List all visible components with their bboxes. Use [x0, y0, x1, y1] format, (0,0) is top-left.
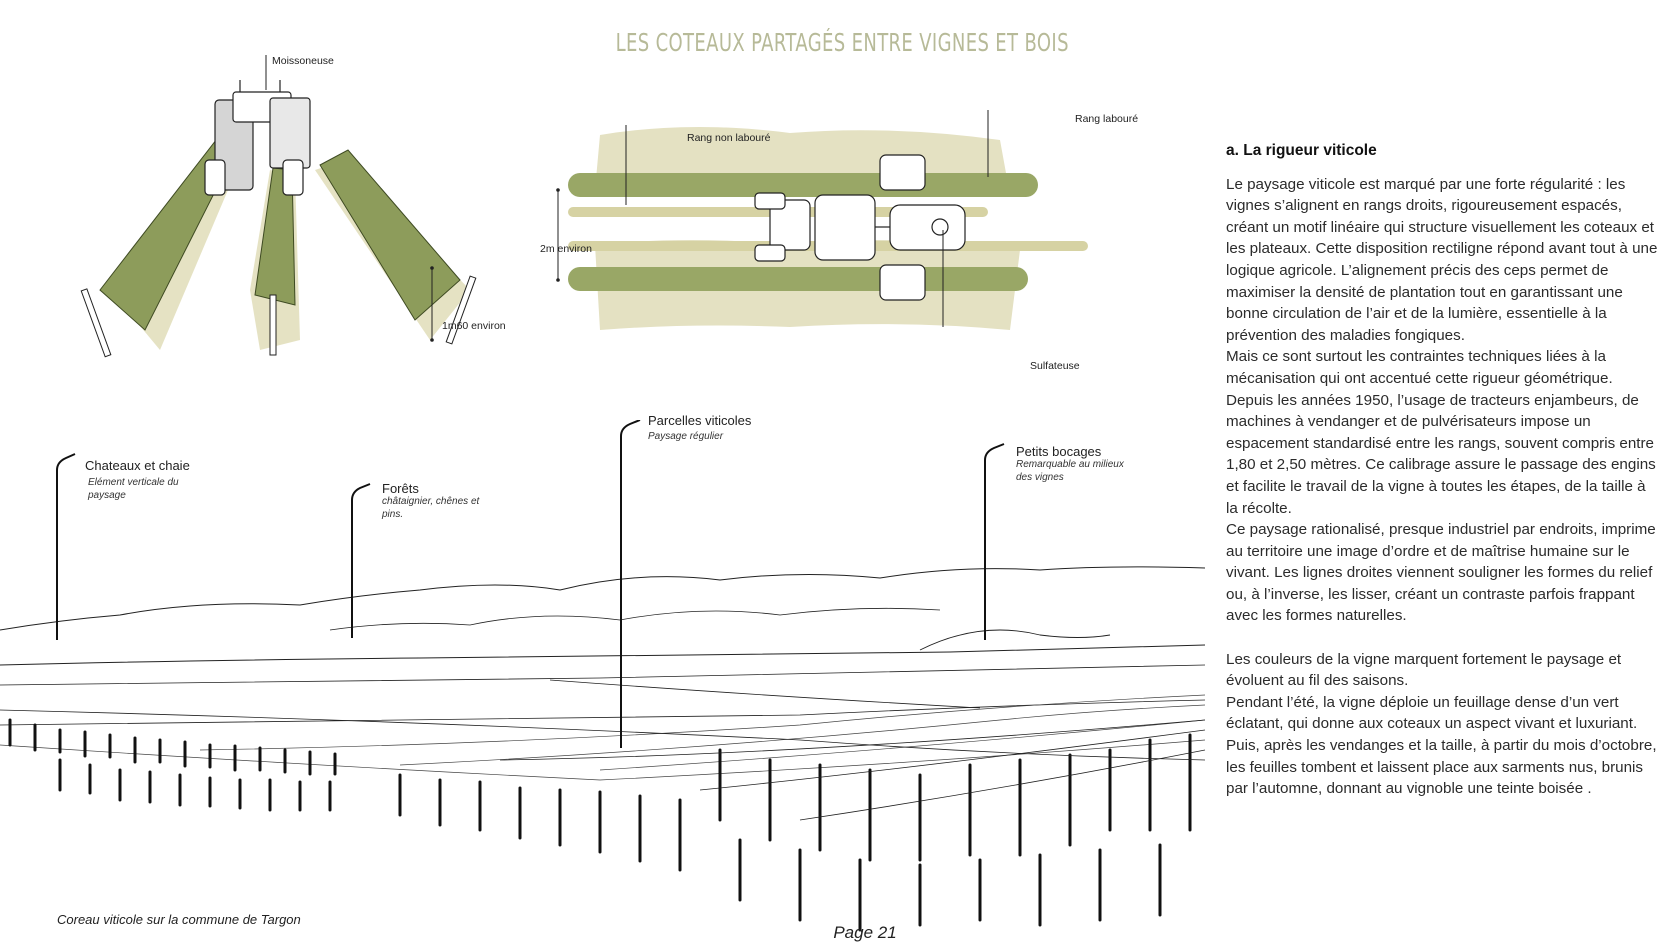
- page-title: LES COTEAUX PARTAGÉS ENTRE VIGNES ET BOI…: [615, 28, 1069, 57]
- paragraph-gap: [1226, 627, 1661, 649]
- paragraph-3: Ce paysage rationalisé, presque industri…: [1226, 521, 1656, 625]
- paragraph-5: Pendant l’été, la vigne déploie un feuil…: [1226, 693, 1657, 798]
- row-width-label: 2m environ: [540, 243, 592, 255]
- paragraph-2: Mais ce sont surtout les contraintes tec…: [1226, 348, 1656, 517]
- plowed-row-label: Rang labouré: [1075, 113, 1139, 125]
- harvester-label: Moissoneuse: [272, 55, 334, 67]
- sprayer-label: Sulfateuse: [1030, 360, 1080, 372]
- annotation-chateaux-title: Chateaux et chaie: [85, 458, 190, 473]
- section-heading: a. La rigueur viticole: [1226, 142, 1377, 159]
- paragraph-1: Le paysage viticole est marqué par une f…: [1226, 175, 1658, 344]
- page-number: Page 21: [833, 923, 897, 942]
- annotation-forets-title: Forêts: [382, 481, 419, 496]
- unplowed-row-label: Rang non labouré: [687, 132, 771, 144]
- annotation-forets-subtitle: châtaignier, chênes et pins.: [382, 496, 480, 520]
- height-label: 1m60 environ: [442, 320, 506, 332]
- text-column: a. La rigueur viticole Le paysage vitico…: [1226, 140, 1661, 800]
- harvester-diagram: [80, 55, 477, 358]
- annotation-parcelles-title: Parcelles viticoles: [648, 413, 752, 428]
- rows-plan-diagram: [556, 110, 1088, 330]
- annotation-chateaux-subtitle: Elément verticale du paysage: [88, 477, 179, 501]
- landscape-caption: Coreau viticole sur la commune de Targon: [57, 912, 301, 927]
- annotation-bocages-subtitle: Remarquable au milieux des vignes: [1016, 459, 1124, 483]
- annotation-bocages-title: Petits bocages: [1016, 444, 1102, 459]
- landscape-drawing: [0, 420, 1206, 932]
- annotation-parcelles-subtitle: Paysage régulier: [648, 431, 724, 442]
- paragraph-4: Les couleurs de la vigne marquent fortem…: [1226, 650, 1622, 690]
